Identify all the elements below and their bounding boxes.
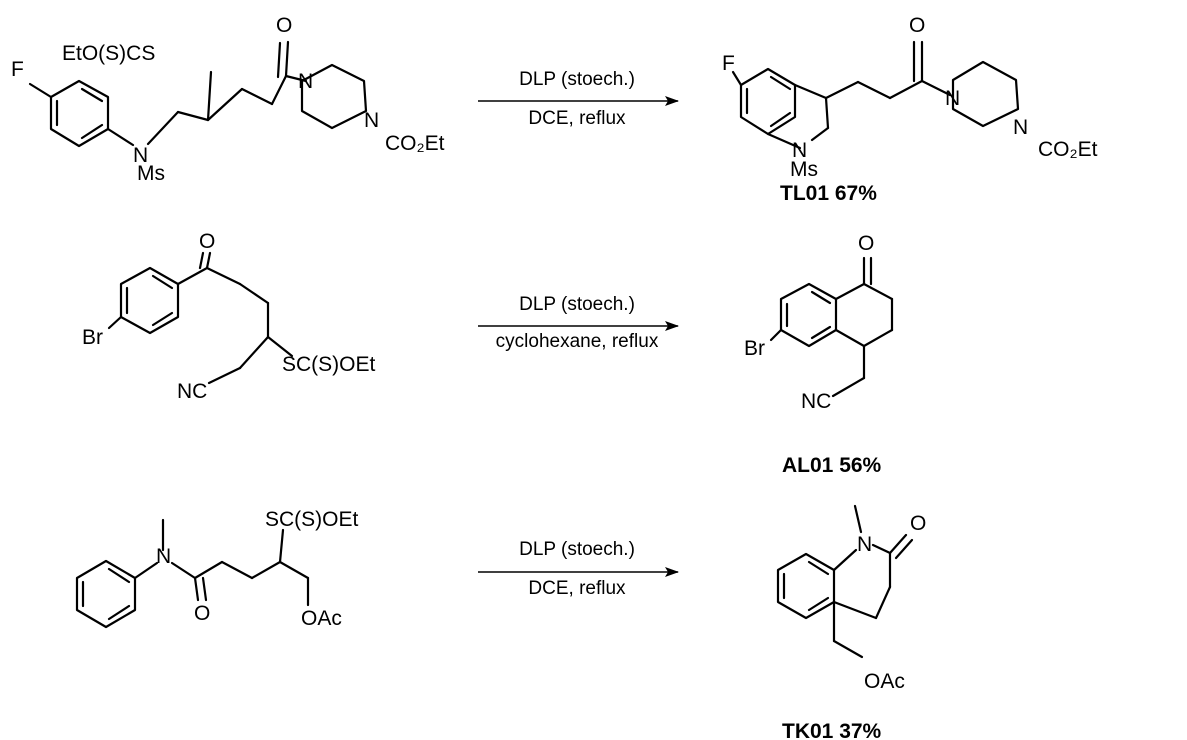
reaction-arrow-3: DLP (stoech.) DCE, reflux xyxy=(478,539,679,599)
reaction-3: N O SC(S)OEt OAc DLP (stoech.) DCE, refl… xyxy=(75,504,926,740)
product-1-fluoro: F xyxy=(722,52,735,75)
substrate-3-carbonyl-o: O xyxy=(194,602,210,625)
product-3-nitrogen: N xyxy=(857,533,872,556)
substrate-3: N O SC(S)OEt OAc xyxy=(75,508,359,630)
substrate-1: EtO(S)CS F N Ms O N N CO₂Et xyxy=(11,14,445,185)
substrate-2-nitrile: NC xyxy=(177,380,207,403)
substrate-1-xanthate: EtO(S)CS xyxy=(62,42,155,65)
reaction-2-conditions: cyclohexane, reflux xyxy=(496,331,659,352)
product-1-piperazine-n2: N xyxy=(1013,116,1028,139)
substrate-1-nitrogen: N xyxy=(133,144,148,167)
product-1-name: TL01 xyxy=(780,182,829,205)
product-2-yield: 56% xyxy=(839,454,881,477)
product-1-nitrogen: N xyxy=(792,139,807,162)
substrate-1-fluoro: F xyxy=(11,58,24,81)
product-3-name: TK01 xyxy=(782,720,834,740)
substrate-2: O Br SC(S)OEt NC xyxy=(82,230,376,403)
reaction-1-reagent: DLP (stoech.) xyxy=(519,69,635,90)
substrate-1-carbamate: CO₂Et xyxy=(385,132,445,155)
reaction-2-reagent: DLP (stoech.) xyxy=(519,294,635,315)
product-1-carbamate: CO₂Et xyxy=(1038,138,1098,161)
product-2-nitrile: NC xyxy=(801,390,831,413)
substrate-3-xanthate: SC(S)OEt xyxy=(265,508,359,531)
product-2-label: AL01 56% xyxy=(782,454,882,477)
product-3-label: TK01 37% xyxy=(782,720,882,740)
reaction-1-conditions: DCE, reflux xyxy=(528,108,626,129)
product-3-yield: 37% xyxy=(839,720,881,740)
substrate-1-mesyl: Ms xyxy=(137,162,165,185)
substrate-2-carbonyl-o: O xyxy=(199,230,215,253)
product-1-label: TL01 67% xyxy=(780,182,877,205)
product-2-carbonyl-o: O xyxy=(858,232,874,255)
reaction-arrow-1: DLP (stoech.) DCE, reflux xyxy=(478,69,679,129)
reaction-1: EtO(S)CS F N Ms O N N CO₂Et DLP (stoech.… xyxy=(11,14,1098,205)
substrate-1-piperazine-n1: N xyxy=(298,70,313,93)
product-1-piperazine-n1: N xyxy=(945,87,960,110)
substrate-2-xanthate: SC(S)OEt xyxy=(282,353,376,376)
product-3-acetate: OAc xyxy=(864,670,905,693)
product-2-bonds xyxy=(769,256,894,398)
substrate-1-piperazine-n2: N xyxy=(364,109,379,132)
product-3: N O OAc TK01 37% xyxy=(776,504,926,740)
reaction-3-reagent: DLP (stoech.) xyxy=(519,539,635,560)
reaction-2: O Br SC(S)OEt NC DLP (stoech.) cyclohexa… xyxy=(82,230,894,477)
reaction-3-conditions: DCE, reflux xyxy=(528,578,626,599)
substrate-2-bonds xyxy=(107,251,294,385)
product-2-name: AL01 xyxy=(782,454,834,477)
substrate-1-carbonyl-o: O xyxy=(276,14,292,37)
substrate-3-nitrogen: N xyxy=(156,545,171,568)
product-3-bonds xyxy=(776,504,914,659)
product-2: O Br NC AL01 56% xyxy=(744,232,894,477)
substrate-2-bromo: Br xyxy=(82,326,103,349)
substrate-1-bonds xyxy=(28,40,368,148)
product-1-yield: 67% xyxy=(835,182,877,205)
product-3-carbonyl-o: O xyxy=(910,512,926,535)
product-1-mesyl: Ms xyxy=(790,158,818,181)
product-1-bonds xyxy=(731,40,1020,150)
substrate-3-bonds xyxy=(75,518,310,629)
product-2-bromo: Br xyxy=(744,337,765,360)
reaction-arrow-2: DLP (stoech.) cyclohexane, reflux xyxy=(478,294,679,352)
product-1-carbonyl-o: O xyxy=(909,14,925,37)
substrate-3-acetate: OAc xyxy=(301,607,342,630)
product-1: F N Ms O N N CO₂Et TL01 67% xyxy=(722,14,1098,205)
